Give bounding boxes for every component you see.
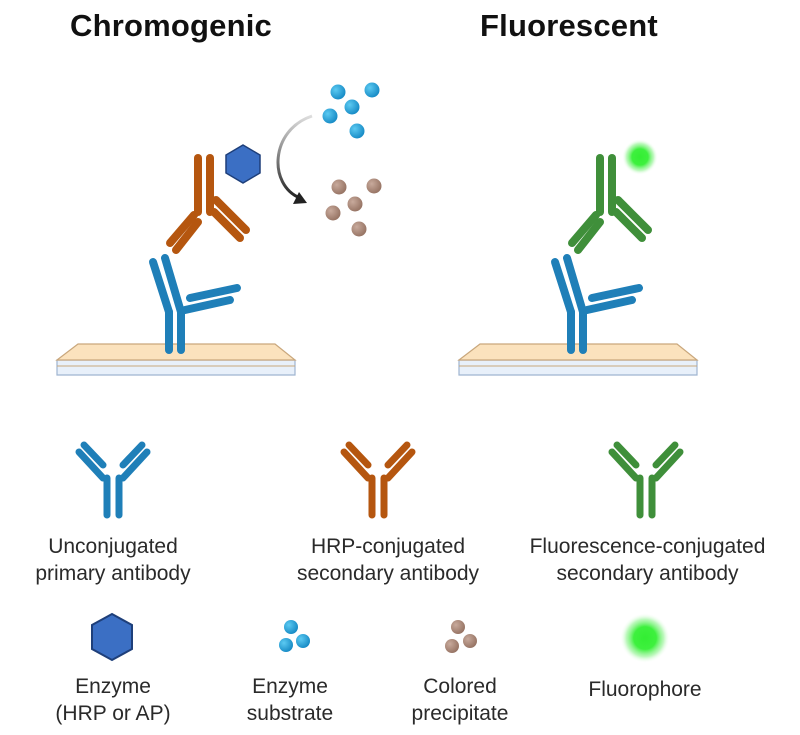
precipitate-icon	[445, 620, 477, 653]
primary-antibody-right	[551, 254, 643, 354]
label-hrp-line2: secondary antibody	[296, 562, 480, 585]
enzyme-icon	[91, 612, 133, 662]
label-hrp-secondary: HRP-conjugated secondary antibody	[268, 533, 508, 587]
fluor-secondary-antibody-right	[568, 154, 652, 254]
label-precipitate-line1: Colored	[423, 675, 497, 698]
label-fluor-secondary: Fluorescence-conjugated secondary antibo…	[505, 533, 790, 587]
label-enzyme-line2: (HRP or AP)	[55, 702, 171, 725]
precipitate-dots	[325, 178, 382, 237]
conversion-arrow	[276, 114, 313, 204]
label-fluorophore: Fluorophore	[565, 676, 725, 703]
hrp-secondary-antibody-left	[166, 154, 250, 254]
primary-antibody-icon	[75, 441, 151, 519]
label-primary-line1: Unconjugated	[48, 535, 178, 558]
fluorophore-glow-right	[622, 139, 658, 175]
label-primary-antibody: Unconjugated primary antibody	[13, 533, 213, 587]
fluor-antibody-icon	[608, 441, 684, 519]
substrate-dots	[322, 82, 380, 139]
primary-antibody-left	[149, 254, 241, 354]
label-precipitate-line2: precipitate	[411, 702, 509, 725]
label-substrate: Enzyme substrate	[225, 673, 355, 727]
label-fluor-line1: Fluorescence-conjugated	[529, 535, 766, 558]
chromogenic-title: Chromogenic	[70, 8, 272, 43]
label-enzyme-line1: Enzyme	[75, 675, 151, 698]
membrane-left	[55, 343, 297, 376]
label-enzyme: Enzyme (HRP or AP)	[38, 673, 188, 727]
label-fluor-line2: secondary antibody	[556, 562, 739, 585]
hrp-antibody-icon	[340, 441, 416, 519]
label-primary-line2: primary antibody	[35, 562, 191, 585]
label-substrate-line2: substrate	[246, 702, 334, 725]
fluorophore-icon	[620, 613, 670, 663]
label-hrp-line1: HRP-conjugated	[310, 535, 466, 558]
label-substrate-line1: Enzyme	[252, 675, 328, 698]
label-precipitate: Colored precipitate	[395, 673, 525, 727]
fluorescent-title: Fluorescent	[480, 8, 658, 43]
membrane-right	[457, 343, 699, 376]
substrate-icon	[279, 620, 310, 652]
label-fluorophore-line1: Fluorophore	[588, 678, 702, 701]
enzyme-hexagon-left	[225, 144, 261, 184]
